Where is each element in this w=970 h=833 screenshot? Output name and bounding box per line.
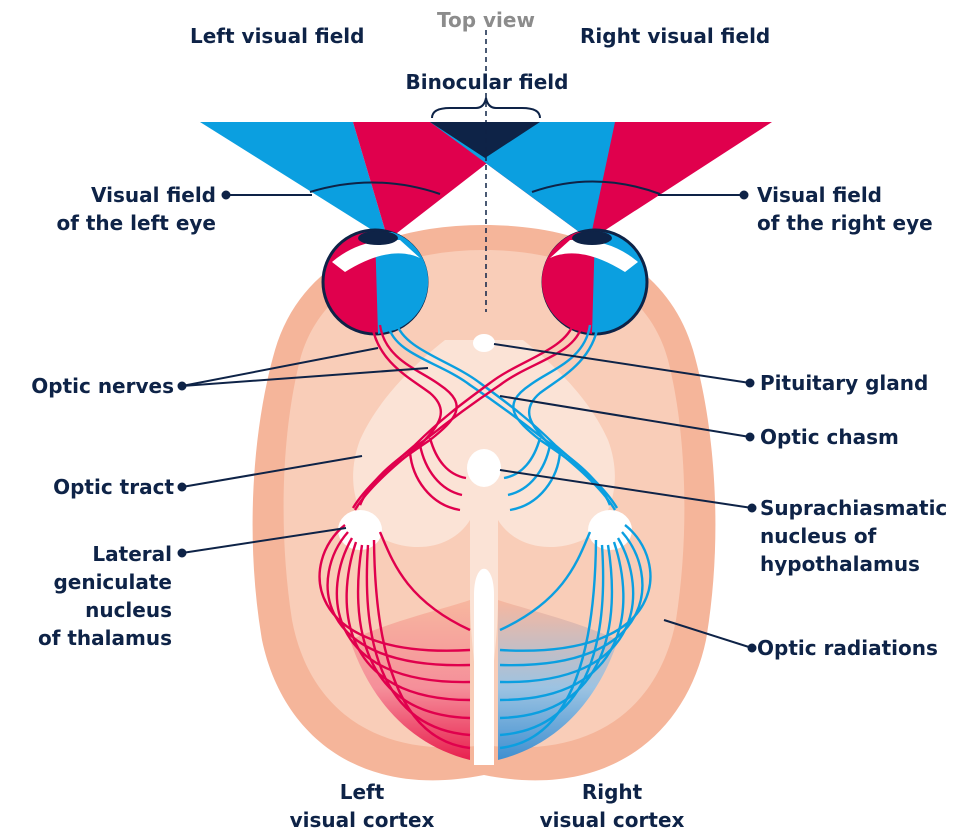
lgn-line3: nucleus xyxy=(0,596,172,624)
scn-line2: nucleus of xyxy=(760,522,947,550)
lgn-line1: Lateral xyxy=(0,540,172,568)
right-cortex-line1: Right xyxy=(512,778,712,806)
scn-shape xyxy=(467,449,501,487)
right-visual-cortex-label: Right visual cortex xyxy=(512,778,712,833)
visual-field-left-line2: of the left eye xyxy=(20,209,216,237)
scn-line1: Suprachiasmatic xyxy=(760,494,947,522)
left-eye xyxy=(323,230,428,334)
visual-field-right-line2: of the right eye xyxy=(757,209,933,237)
visual-field-left-line1: Visual field xyxy=(20,181,216,209)
optic-radiations-label: Optic radiations xyxy=(757,634,938,662)
lgn-line4: of thalamus xyxy=(0,624,172,652)
brain-outline xyxy=(253,225,716,780)
optic-chiasm-label: Optic chasm xyxy=(760,423,899,451)
left-cortex-line2: visual cortex xyxy=(262,806,462,833)
left-cortex-line1: Left xyxy=(262,778,462,806)
top-view-label: Top view xyxy=(420,6,552,34)
right-visual-field-label: Right visual field xyxy=(580,22,770,50)
pituitary-gland-shape xyxy=(473,334,495,352)
left-visual-field-label: Left visual field xyxy=(190,22,364,50)
right-cortex-line2: visual cortex xyxy=(512,806,712,833)
scn-label: Suprachiasmatic nucleus of hypothalamus xyxy=(760,494,947,578)
visual-field-right-eye-label: Visual field of the right eye xyxy=(757,181,933,237)
scn-line3: hypothalamus xyxy=(760,550,947,578)
lgn-left-shape xyxy=(338,510,382,550)
lgn-line2: geniculate xyxy=(0,568,172,596)
lgn-right-shape xyxy=(588,510,632,550)
lgn-label: Lateral geniculate nucleus of thalamus xyxy=(0,540,172,652)
binocular-field-label: Binocular field xyxy=(392,68,582,96)
visual-field-right-line1: Visual field xyxy=(757,181,933,209)
optic-tract-label: Optic tract xyxy=(0,473,174,501)
right-eye xyxy=(542,230,647,334)
left-visual-cortex-label: Left visual cortex xyxy=(262,778,462,833)
pituitary-gland-label: Pituitary gland xyxy=(760,369,928,397)
optic-nerves-label: Optic nerves xyxy=(0,372,174,400)
visual-field-left-eye-label: Visual field of the left eye xyxy=(20,181,216,237)
